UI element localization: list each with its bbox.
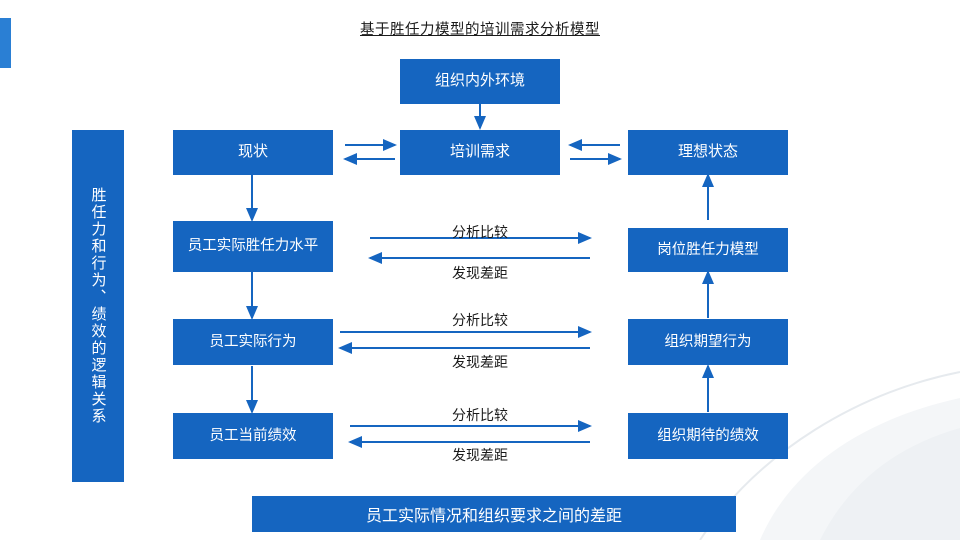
- row2-label-top: 分析比较: [452, 312, 508, 328]
- box-environment[interactable]: 组织内外环境: [400, 59, 560, 104]
- box-ideal-state[interactable]: 理想状态: [628, 130, 788, 175]
- footer-summary-box[interactable]: 员工实际情况和组织要求之间的差距: [252, 496, 736, 532]
- page-title: 基于胜任力模型的培训需求分析模型: [360, 22, 600, 38]
- box-training-need[interactable]: 培训需求: [400, 130, 560, 175]
- box-position-model[interactable]: 岗位胜任力模型: [628, 228, 788, 272]
- row1-label-bottom: 发现差距: [452, 265, 508, 281]
- box-current-state[interactable]: 现状: [173, 130, 333, 175]
- row3-label-top: 分析比较: [452, 407, 508, 423]
- box-current-performance[interactable]: 员工当前绩效: [173, 413, 333, 459]
- box-actual-competency[interactable]: 员工实际胜任力水平: [173, 221, 333, 272]
- box-expected-performance[interactable]: 组织期待的绩效: [628, 413, 788, 459]
- box-actual-behavior[interactable]: 员工实际行为: [173, 319, 333, 365]
- row2-label-bottom: 发现差距: [452, 354, 508, 370]
- row1-label-top: 分析比较: [452, 224, 508, 240]
- accent-bar: [0, 18, 11, 68]
- box-expected-behavior[interactable]: 组织期望行为: [628, 319, 788, 365]
- row3-label-bottom: 发现差距: [452, 447, 508, 463]
- side-label-box: 胜任力和行为、绩效的逻辑关系: [72, 130, 124, 482]
